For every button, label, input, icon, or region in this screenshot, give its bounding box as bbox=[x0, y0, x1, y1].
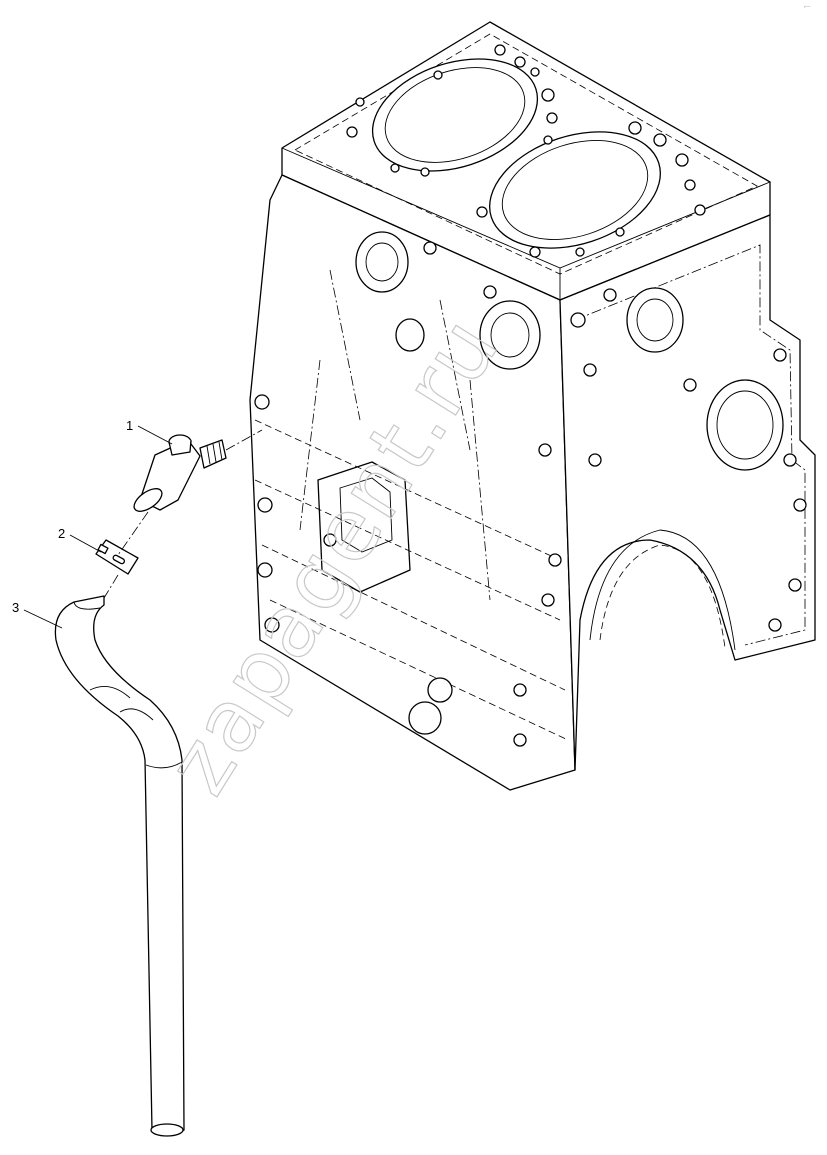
callout-2: 2 bbox=[58, 526, 102, 553]
drain-cock-part bbox=[133, 429, 263, 512]
callout-number: 3 bbox=[12, 600, 19, 615]
engine-block-illustration bbox=[249, 21, 816, 791]
callout-1: 1 bbox=[126, 418, 173, 445]
drain-hose-part bbox=[54, 595, 185, 1137]
hose-clip-part bbox=[95, 511, 149, 599]
callout-3: 3 bbox=[12, 600, 63, 629]
callout-number: 2 bbox=[58, 526, 65, 541]
callout-number: 1 bbox=[126, 418, 133, 433]
corner-mark: ⸗— bbox=[804, 4, 811, 10]
